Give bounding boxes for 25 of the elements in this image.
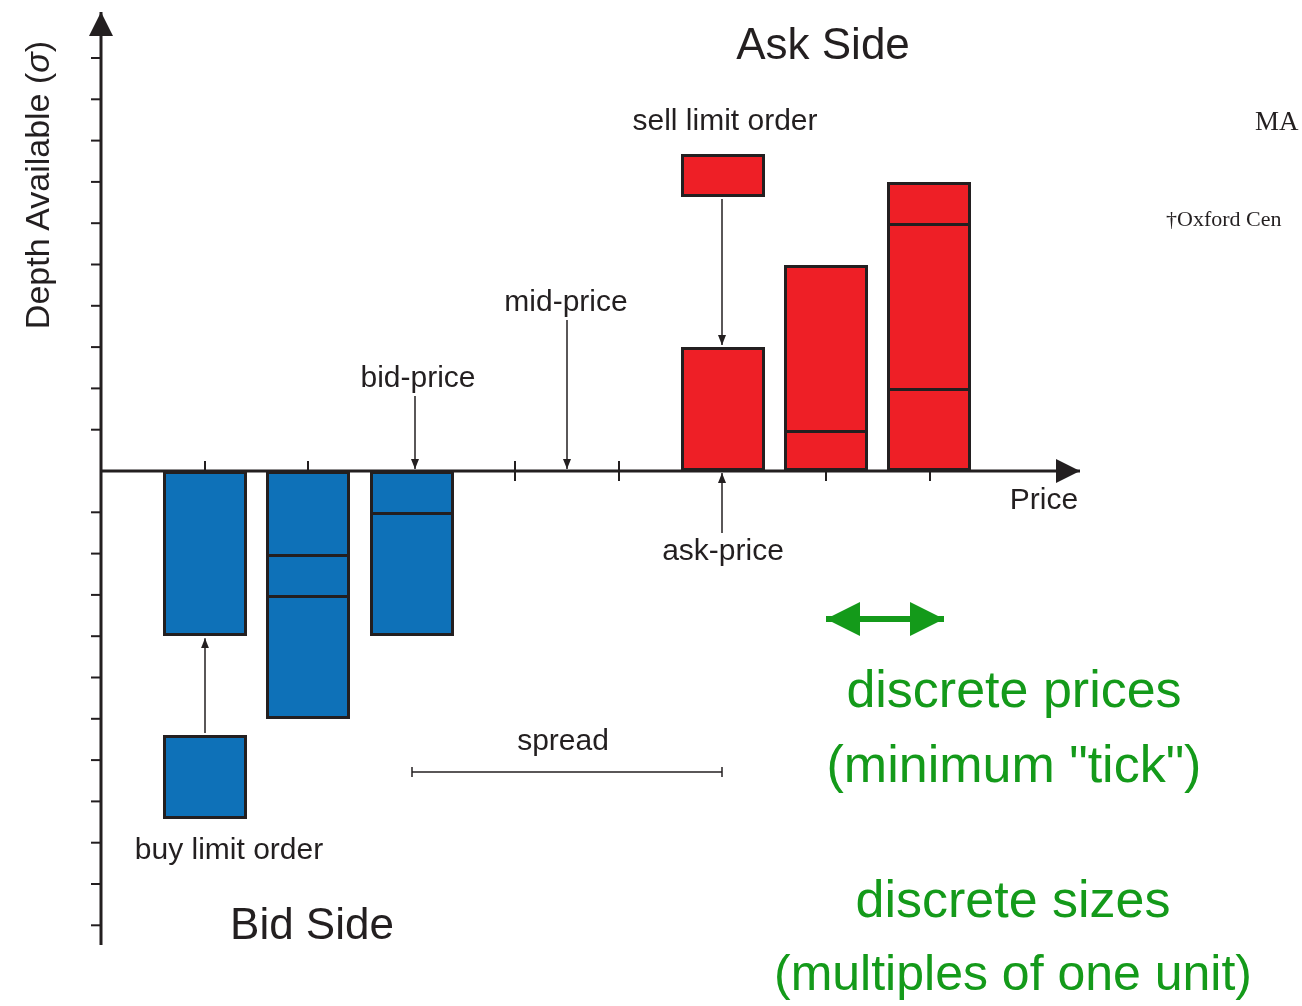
- order-label: buy limit order: [134, 834, 324, 864]
- annotation: discrete sizes: [855, 873, 1171, 925]
- leader-arrow: [718, 198, 726, 346]
- depth-bar: [370, 471, 454, 637]
- side-label: Bid Side: [230, 902, 394, 946]
- dimension-label: spread: [517, 725, 609, 755]
- leader-arrow: [718, 472, 726, 534]
- price-label: ask-price: [662, 535, 784, 565]
- depth-bar: [681, 347, 765, 471]
- price-label: bid-price: [360, 362, 476, 392]
- leader-arrow: [201, 637, 209, 734]
- order-label: sell limit order: [632, 105, 818, 135]
- page-text: †Oxford Cen: [1166, 208, 1282, 230]
- axis-label: Price: [1009, 484, 1079, 514]
- price-label: mid-price: [504, 286, 628, 316]
- depth-bar: [784, 264, 868, 471]
- depth-bar: [887, 181, 971, 471]
- axis-title: Depth Available (σ): [20, 40, 54, 330]
- annotation: (multiples of one unit): [774, 948, 1252, 998]
- leader-arrow: [563, 319, 571, 470]
- leader-arrow: [411, 395, 419, 470]
- depth-bar: [266, 471, 350, 719]
- side-label: Ask Side: [736, 22, 910, 66]
- page-text: MA: [1255, 108, 1299, 135]
- depth-bar: [163, 471, 247, 637]
